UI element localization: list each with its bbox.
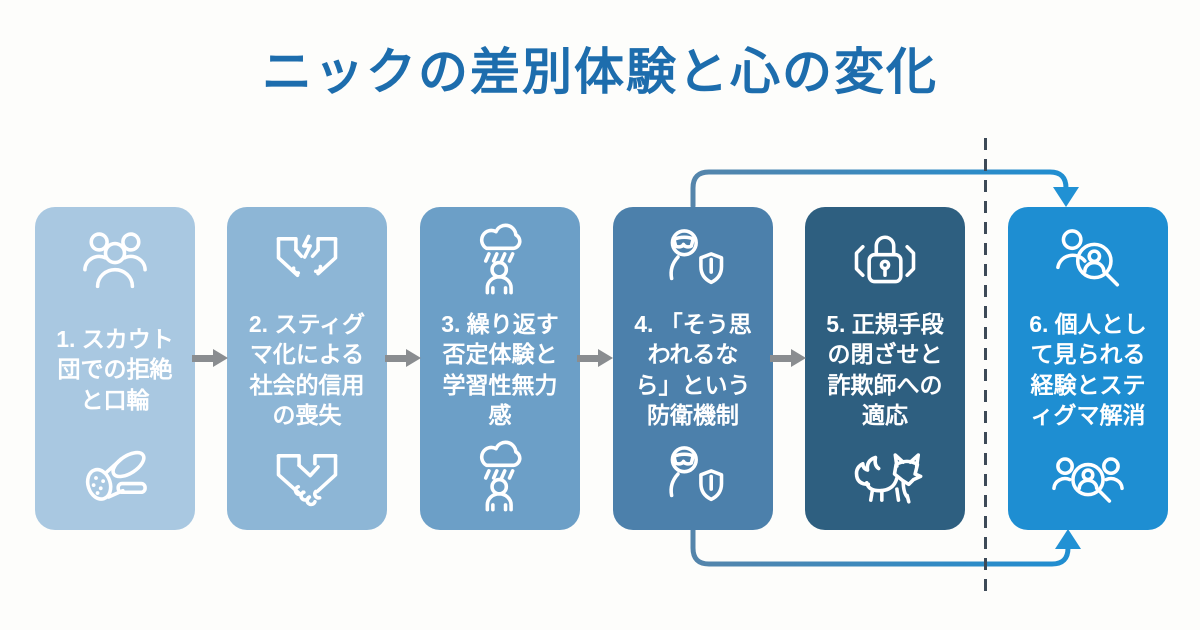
bottom-bypass-arrow: [690, 527, 1071, 567]
padlock-icon: [847, 223, 923, 299]
muzzle-icon: [77, 440, 153, 516]
flow-arrow-4-5: [770, 349, 806, 367]
group-of-people-icon: [77, 223, 153, 299]
arrow-head: [406, 349, 421, 367]
arrow-shaft: [770, 354, 792, 362]
step-card-2: 2. スティグ マ化による 社会的信用 の喪失: [227, 207, 387, 530]
step-card-5: 5. 正規手段 の閉ざせと 詐欺師への 適応: [805, 207, 965, 530]
step-label: 2. スティグ マ化による 社会的信用 の喪失: [248, 310, 366, 428]
masked-person-shield-icon: [655, 223, 731, 299]
group-magnifier-icon: [1050, 440, 1126, 516]
flow-arrow-1-2: [192, 349, 228, 367]
step-label: 1. スカウト 団での拒絶 と口輪: [56, 325, 174, 413]
step-card-4: 4. 「そう思 われるな ら」という 防衛機制: [613, 207, 773, 530]
bottom-bypass-arrowhead: [1055, 529, 1081, 549]
arrow-shaft: [577, 354, 599, 362]
arrow-head: [791, 349, 806, 367]
top-bypass-arrowhead: [1053, 187, 1079, 207]
step-card-3: 3. 繰り返す 否定体験と 学習性無力 感: [420, 207, 580, 530]
step-label: 3. 繰り返す 否定体験と 学習性無力 感: [441, 310, 559, 428]
step-label: 5. 正規手段 の閉ざせと 詐欺師への 適応: [826, 310, 944, 428]
arrow-shaft: [385, 354, 407, 362]
top-bypass-arrow: [690, 169, 1069, 209]
fox-icon: [847, 440, 923, 516]
flow-arrow-2-3: [385, 349, 421, 367]
step-label: 4. 「そう思 われるな ら」という 防衛機制: [634, 310, 752, 428]
rain-cloud-person-icon: [462, 440, 538, 516]
rain-cloud-person-icon: [462, 223, 538, 299]
arrow-head: [598, 349, 613, 367]
broken-handshake-icon: [269, 223, 345, 299]
page-title: ニックの差別体験と心の変化: [262, 44, 938, 100]
person-magnifier-icon: [1050, 223, 1126, 299]
flow-arrow-3-4: [577, 349, 613, 367]
phase-divider-dashed-line: [984, 138, 987, 594]
masked-person-shield-icon: [655, 440, 731, 516]
step-label: 6. 個人とし て見られる 経験とステ ィグマ解消: [1029, 310, 1147, 428]
step-card-1: 1. スカウト 団での拒絶 と口輪: [35, 207, 195, 530]
handshake-icon: [269, 440, 345, 516]
arrow-head: [213, 349, 228, 367]
step-card-6: 6. 個人とし て見られる 経験とステ ィグマ解消: [1008, 207, 1168, 530]
arrow-shaft: [192, 354, 214, 362]
